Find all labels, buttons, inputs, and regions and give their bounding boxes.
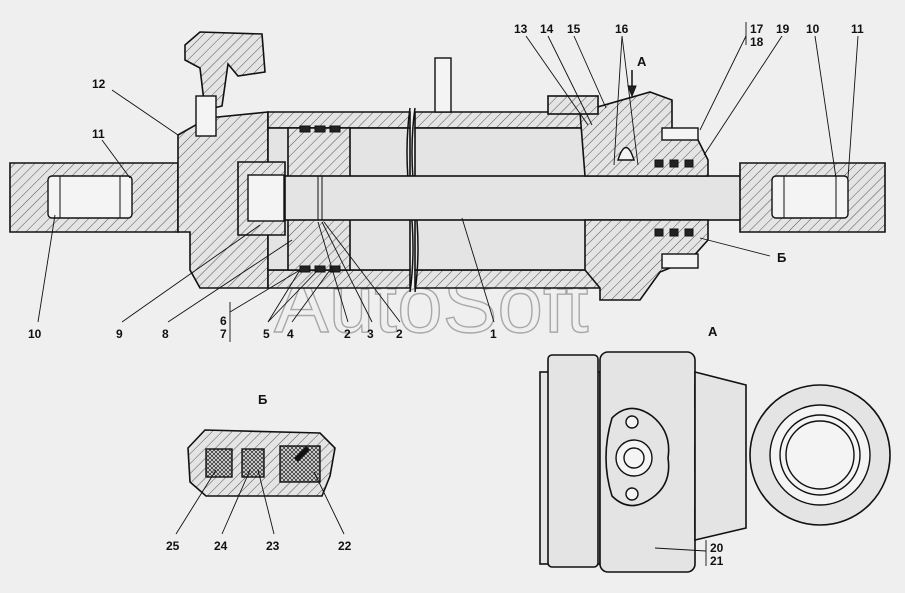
view-a-neck [694, 370, 747, 542]
callout-3: 3 [367, 327, 374, 341]
detail-b-title: Б [258, 392, 267, 407]
mounting-lug [434, 57, 452, 113]
callout-21: 21 [710, 554, 724, 568]
callout-23: 23 [266, 539, 280, 553]
callout-18: 18 [750, 35, 764, 49]
callout-10-top: 10 [806, 22, 820, 36]
callout-15: 15 [567, 22, 581, 36]
section-leader-b: Б [777, 250, 786, 265]
callouts: 13 14 15 16 17 18 19 10 11 А 12 11 10 9 … [28, 22, 864, 341]
callout-11-top: 11 [851, 22, 864, 36]
callout-10-bottom: 10 [28, 327, 42, 341]
callout-20: 20 [710, 541, 724, 555]
callout-19: 19 [776, 22, 790, 36]
leader-lines [37, 22, 859, 342]
callout-13: 13 [514, 22, 528, 36]
bolt-top [661, 127, 699, 141]
tube-bottom-wall [267, 269, 411, 289]
callout-4: 4 [287, 327, 294, 341]
right-bearing [771, 175, 849, 219]
seal-25 [205, 448, 233, 478]
section-arrow-a: А [637, 54, 647, 69]
callout-22: 22 [338, 539, 352, 553]
callout-2-second: 2 [396, 327, 403, 341]
callout-11-left: 11 [92, 127, 105, 141]
cylinder-section [9, 31, 886, 301]
bolt-bottom [661, 253, 699, 269]
callout-7: 7 [220, 327, 227, 341]
port-tube [195, 95, 217, 137]
callout-5: 5 [263, 327, 270, 341]
callout-24: 24 [214, 539, 228, 553]
gland-bottom [584, 219, 709, 301]
callout-25: 25 [166, 539, 180, 553]
callout-6: 6 [220, 314, 227, 328]
callout-16: 16 [615, 22, 629, 36]
callout-12: 12 [92, 77, 106, 91]
callout-8: 8 [162, 327, 169, 341]
port-fitting [184, 31, 266, 111]
detail-b-view: Б 25 24 23 22 [166, 392, 352, 553]
callout-2-first: 2 [344, 327, 351, 341]
view-a-title: А [708, 324, 718, 339]
left-bearing [47, 175, 133, 219]
callout-9: 9 [116, 327, 123, 341]
view-a: А 20 21 [539, 324, 891, 573]
seal-24 [241, 448, 265, 478]
seal-22 [279, 445, 321, 483]
callout-17: 17 [750, 22, 764, 36]
callout-14: 14 [540, 22, 554, 36]
callout-1: 1 [490, 327, 497, 341]
left-head-cap [177, 111, 269, 289]
piston-rod [284, 175, 746, 221]
